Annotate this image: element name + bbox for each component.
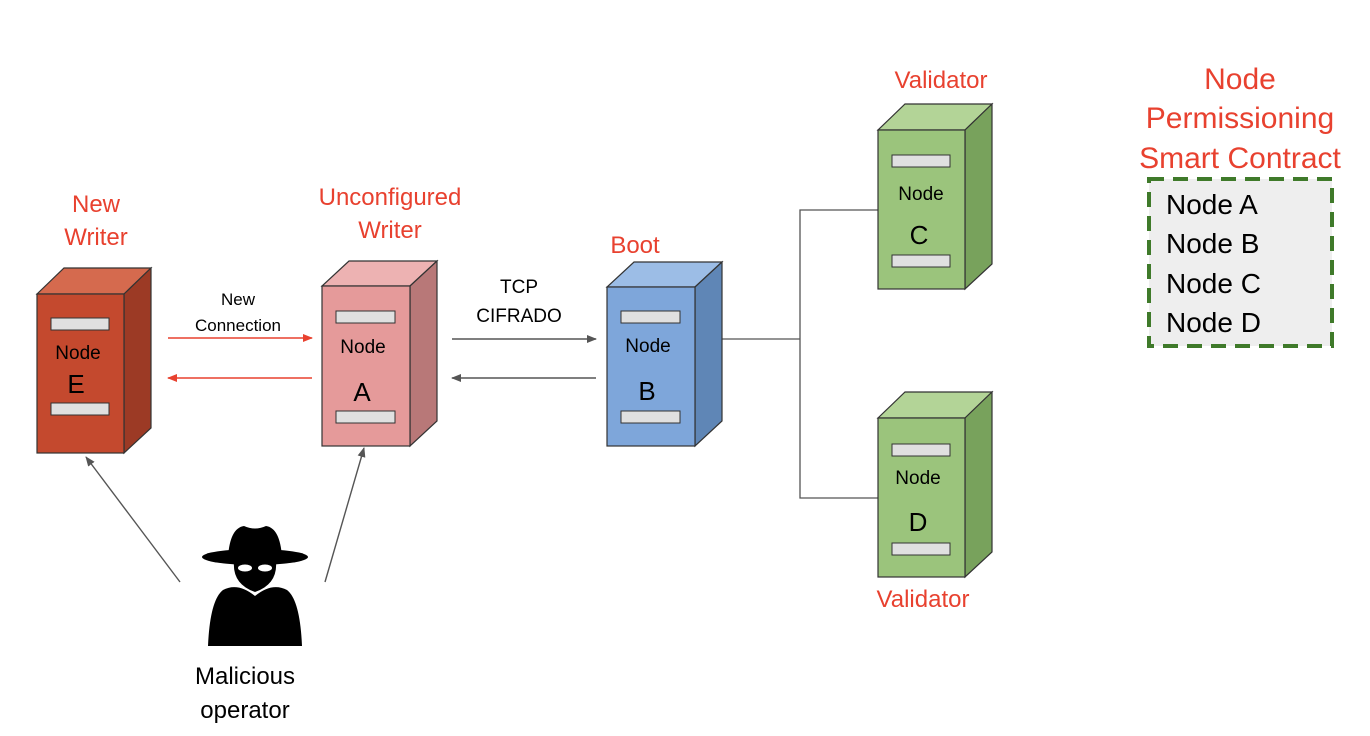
contract-item: Node D <box>1166 307 1261 338</box>
server-node-c: Node C <box>876 102 994 291</box>
server-node-b: Node B <box>605 260 724 448</box>
role-label-unconfigured-writer-line1: Unconfigured <box>319 184 462 211</box>
role-label-unconfigured-writer-line2: Writer <box>358 217 422 244</box>
contract-title-line1: Node <box>1204 63 1276 96</box>
contract-item: Node A <box>1166 189 1258 220</box>
role-label-new-writer-line1: New <box>72 191 121 218</box>
role-label-validator-d: Validator <box>877 586 970 613</box>
server-side <box>409 259 438 448</box>
node-title: Node <box>340 337 385 358</box>
drive-slot-icon <box>50 317 110 331</box>
contract-box <box>1147 177 1334 348</box>
server-side <box>694 260 723 448</box>
arrow-operator-to-e <box>85 456 181 583</box>
node-letter: B <box>638 376 655 406</box>
contract-item: Node B <box>1166 228 1259 259</box>
drive-slot-icon <box>891 254 951 268</box>
drive-slot-icon <box>891 154 951 168</box>
spy-icon <box>202 526 308 646</box>
server-node-a: Node A <box>320 259 439 448</box>
edge-label-e-a-line1: New <box>221 290 256 309</box>
arrow-operator-to-a <box>324 447 366 583</box>
edge-label-a-b-line2: CIFRADO <box>476 306 562 327</box>
edge-label-e-a-line2: Connection <box>195 316 281 335</box>
actor-label-line2: operator <box>200 697 289 724</box>
node-title: Node <box>898 184 943 205</box>
server-side <box>964 102 993 291</box>
contract-allowlist: Node A Node B Node C Node D <box>1147 177 1334 348</box>
server-node-e: Node E <box>35 266 153 455</box>
link-to-node-d <box>799 339 878 499</box>
contract-title-line3: Smart Contract <box>1139 142 1341 175</box>
role-label-validator-c: Validator <box>895 67 988 94</box>
contract-item: Node C <box>1166 268 1261 299</box>
node-letter: C <box>910 220 929 250</box>
role-label-boot: Boot <box>610 232 660 259</box>
drive-slot-icon <box>620 310 681 324</box>
node-letter: A <box>353 377 371 407</box>
node-title: Node <box>625 336 670 357</box>
edge-label-a-b-line1: TCP <box>500 277 538 298</box>
actor-label-line1: Malicious <box>195 663 295 690</box>
drive-slot-icon <box>891 443 951 457</box>
drive-slot-icon <box>335 410 396 424</box>
node-title: Node <box>895 468 940 489</box>
server-node-d: Node D <box>876 390 994 579</box>
contract-title-line2: Permissioning <box>1146 102 1334 135</box>
node-title: Node <box>55 343 100 364</box>
node-letter: E <box>67 369 84 399</box>
role-label-new-writer-line2: Writer <box>64 224 128 251</box>
drive-slot-icon <box>335 310 396 324</box>
connectors <box>85 209 878 583</box>
drive-slot-icon <box>50 402 110 416</box>
link-to-node-c <box>799 209 878 339</box>
server-side <box>964 390 993 579</box>
server-side <box>123 266 152 455</box>
node-letter: D <box>909 507 928 537</box>
drive-slot-icon <box>891 542 951 556</box>
drive-slot-icon <box>620 410 681 424</box>
